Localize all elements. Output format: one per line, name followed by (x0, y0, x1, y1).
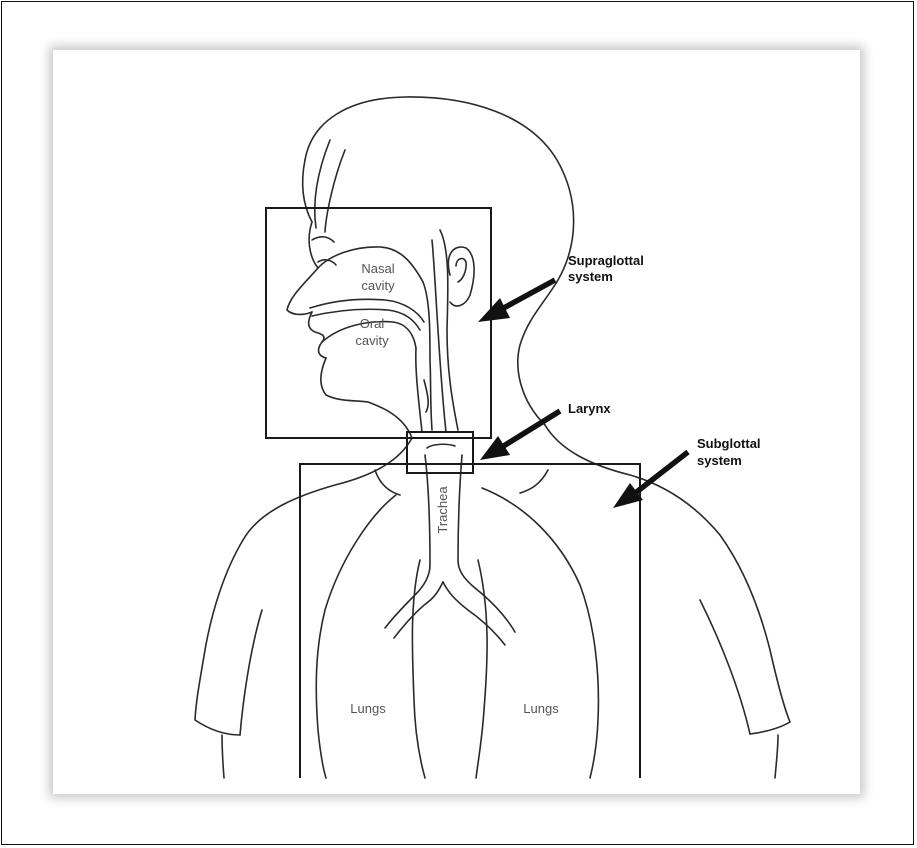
supraglottal-label-line1: Supraglottal (568, 253, 644, 268)
oral-cavity-label-line1: Oral (360, 316, 385, 331)
lungs-left-label: Lungs (350, 701, 386, 716)
nasal-cavity-label-line2: cavity (361, 278, 395, 293)
trachea-outline (385, 444, 515, 645)
trachea-label: Trachea (435, 486, 450, 534)
subglottal-label-line2: system (697, 453, 742, 468)
subglottal-box (300, 464, 640, 778)
lungs-outline (316, 488, 598, 778)
supraglottal-label-line2: system (568, 269, 613, 284)
subglottal-label-line1: Subglottal (697, 436, 761, 451)
nasal-cavity-label-line1: Nasal (361, 261, 394, 276)
torso-outline (195, 425, 790, 778)
oral-cavity-label-line2: cavity (355, 333, 389, 348)
subglottal-arrow (613, 452, 688, 508)
larynx-label: Larynx (568, 401, 611, 416)
lungs-right-label: Lungs (523, 701, 559, 716)
